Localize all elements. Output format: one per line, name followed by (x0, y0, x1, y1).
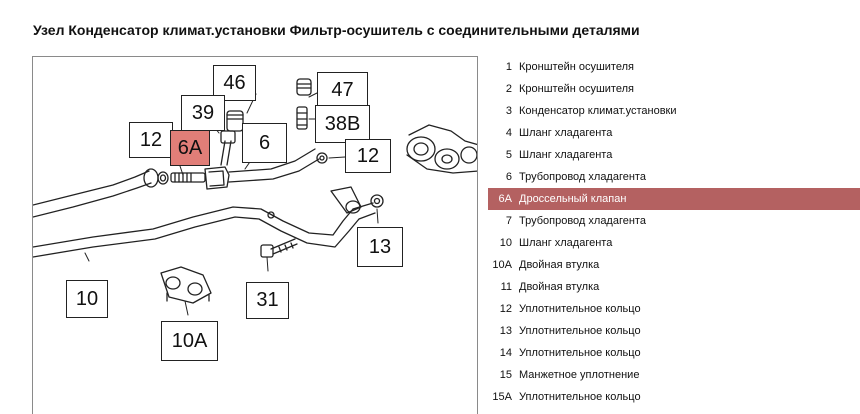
callout-12-left[interactable]: 12 (129, 122, 173, 158)
callout-6[interactable]: 6 (242, 123, 287, 163)
callout-38b[interactable]: 38B (315, 105, 370, 143)
part-number: 11 (500, 281, 512, 293)
part-number: 4 (505, 127, 512, 139)
part-row-1[interactable]: 1 Кронштейн осушителя (488, 56, 860, 78)
part-row-6a[interactable]: 6A Дроссельный клапан (488, 188, 860, 210)
part-number: 6 (505, 171, 512, 183)
part-number: 10A (492, 259, 512, 271)
part-number: 12 (499, 303, 512, 315)
part-name: Шланг хладагента (519, 149, 613, 161)
callout-10[interactable]: 10 (66, 280, 108, 318)
part-row-14[interactable]: 14 Уплотнительное кольцо (488, 342, 860, 364)
part-name: Уплотнительное кольцо (519, 347, 641, 359)
part-name: Двойная втулка (519, 259, 600, 271)
part-number: 6A (498, 193, 512, 205)
part-name: Кронштейн осушителя (519, 83, 634, 95)
page-title: Узел Конденсатор климат.установки Фильтр… (33, 22, 640, 38)
part-number: 5 (505, 149, 512, 161)
part-row-15a[interactable]: 15A Уплотнительное кольцо (488, 386, 860, 408)
part-row-12[interactable]: 12 Уплотнительное кольцо (488, 298, 860, 320)
part-row-5[interactable]: 5 Шланг хладагента (488, 144, 860, 166)
part-number: 14 (499, 347, 512, 359)
part-name: Шланг хладагента (519, 127, 613, 139)
part-row-11[interactable]: 11 Двойная втулка (488, 276, 860, 298)
part-name: Уплотнительное кольцо (519, 303, 641, 315)
part-number: 15 (499, 369, 512, 381)
part-row-15[interactable]: 15 Манжетное уплотнение (488, 364, 860, 386)
part-row-13[interactable]: 13 Уплотнительное кольцо (488, 320, 860, 342)
part-number: 13 (499, 325, 512, 337)
part-number: 7 (505, 215, 512, 227)
part-name: Уплотнительное кольцо (519, 391, 641, 403)
callout-39[interactable]: 39 (181, 95, 225, 131)
callout-13[interactable]: 13 (357, 227, 403, 267)
part-name: Манжетное уплотнение (519, 369, 640, 381)
callout-12-right[interactable]: 12 (345, 139, 391, 173)
part-number: 15A (492, 391, 512, 403)
callout-6a[interactable]: 6A (170, 130, 210, 166)
part-name: Конденсатор климат.установки (519, 105, 677, 117)
part-number: 3 (505, 105, 512, 117)
part-row-10[interactable]: 10 Шланг хладагента (488, 232, 860, 254)
callout-31[interactable]: 31 (246, 282, 289, 319)
part-row-6[interactable]: 6 Трубопровод хладагента (488, 166, 860, 188)
part-name: Уплотнительное кольцо (519, 325, 641, 337)
part-number: 2 (505, 83, 512, 95)
part-row-10a[interactable]: 10A Двойная втулка (488, 254, 860, 276)
part-number: 10 (499, 237, 512, 249)
part-row-2[interactable]: 2 Кронштейн осушителя (488, 78, 860, 100)
parts-diagram: 46 47 39 38B 12 6A 6 12 13 10 31 10A (32, 56, 478, 414)
part-row-7[interactable]: 7 Трубопровод хладагента (488, 210, 860, 232)
part-name: Трубопровод хладагента (519, 215, 646, 227)
part-name: Кронштейн осушителя (519, 61, 634, 73)
part-name: Шланг хладагента (519, 237, 613, 249)
callout-47[interactable]: 47 (317, 72, 368, 108)
part-name: Двойная втулка (519, 281, 600, 293)
part-number: 1 (505, 61, 512, 73)
callout-10a[interactable]: 10A (161, 321, 218, 361)
part-row-3[interactable]: 3 Конденсатор климат.установки (488, 100, 860, 122)
part-name: Дроссельный клапан (519, 193, 627, 205)
part-name: Трубопровод хладагента (519, 171, 646, 183)
part-row-4[interactable]: 4 Шланг хладагента (488, 122, 860, 144)
diagram-drawing (33, 78, 477, 316)
